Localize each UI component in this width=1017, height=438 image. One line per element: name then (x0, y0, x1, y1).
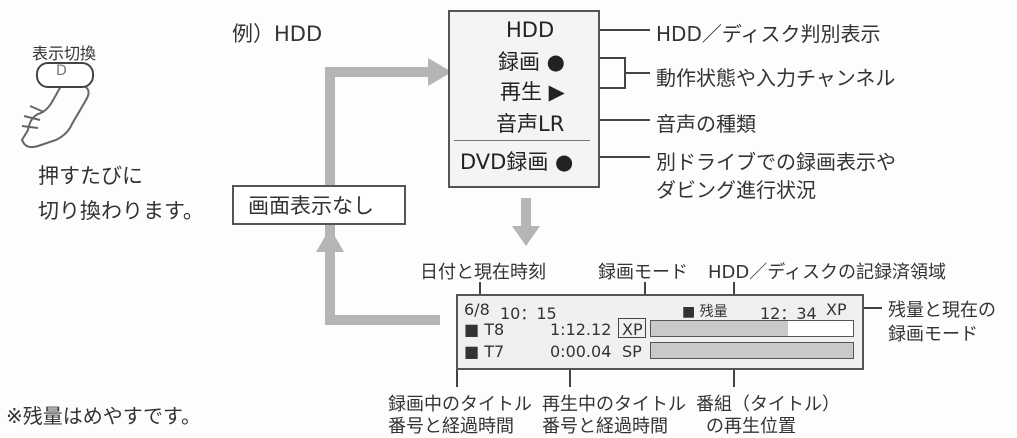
label-play-title-1: 再生中のタイトル (542, 394, 686, 415)
label-program-pos-2: の再生位置 (706, 416, 796, 437)
label-recorded-area: HDD／ディスクの記録済領域 (708, 262, 946, 283)
label-rec-mode: 録画モード (598, 262, 688, 283)
osd-row1-bar (650, 320, 854, 337)
button-key: D (56, 63, 67, 79)
panel-divider (454, 140, 590, 141)
osd-remaining-mode: XP (826, 300, 847, 319)
panel-record: 録画 ● (498, 50, 565, 74)
callout-audio-type: 音声の種類 (656, 112, 756, 136)
osd-date: 6/8 (464, 300, 490, 319)
osd-time: 10：15 (500, 304, 557, 323)
arrow-head-up (316, 228, 344, 252)
no-display-label: 画面表示なし (248, 194, 374, 218)
osd-row1-mode: XP (622, 320, 643, 339)
callout-other-drive-2: ダビング進行状況 (656, 178, 816, 202)
osd-row2-bar (650, 342, 854, 359)
no-display-box (232, 185, 406, 225)
callout-status-channel: 動作状態や入力チャンネル (656, 66, 896, 90)
display-panel (448, 10, 600, 188)
label-play-title-2: 番号と経過時間 (542, 416, 668, 437)
arrow-head-down (512, 226, 540, 246)
panel-play: 再生 ▶ (500, 80, 565, 104)
panel-audio: 音声LR (496, 112, 565, 136)
display-switch-button[interactable] (36, 62, 94, 88)
callout-disc-indicator: HDD／ディスク判別表示 (656, 22, 881, 46)
label-program-pos-1: 番組（タイトル） (696, 394, 840, 415)
osd-remaining-time: 12：34 (760, 304, 817, 323)
osd-row2-mode: SP (622, 342, 642, 361)
footnote: ※残量はめやすです。 (6, 404, 201, 428)
osd-row2-elapsed: 0:00.04 (550, 342, 612, 361)
pointing-hand-icon (20, 68, 90, 149)
label-rec-title-2: 番号と経過時間 (388, 416, 514, 437)
osd-row1-mode-box (618, 318, 646, 338)
example-label: 例）HDD (232, 22, 323, 46)
osd-row2-title: ■ T7 (464, 342, 505, 361)
instruction-line2: 切り換わります。 (38, 199, 204, 223)
arrow-head-right (428, 58, 452, 86)
button-label: 表示切換 (32, 44, 97, 63)
instruction-line1: 押すたびに (38, 164, 143, 188)
osd-row1-title: ■ T8 (464, 320, 505, 339)
panel-dvd-record: DVD録画 ● (460, 150, 574, 174)
label-remaining-2: 録画モード (888, 324, 978, 345)
osd-row1-bar-fill (651, 321, 789, 336)
callout-other-drive-1: 別ドライブでの録画表示や (656, 150, 896, 174)
label-date-time: 日付と現在時刻 (420, 262, 546, 283)
label-remaining-1: 残量と現在の (888, 300, 996, 321)
panel-disc: HDD (506, 18, 555, 42)
osd-remaining-label: ■ 残量 (682, 304, 728, 320)
label-rec-title-1: 録画中のタイトル (388, 394, 532, 415)
cycle-arrow-return (325, 250, 440, 325)
osd-row1-elapsed: 1:12.12 (550, 320, 612, 339)
